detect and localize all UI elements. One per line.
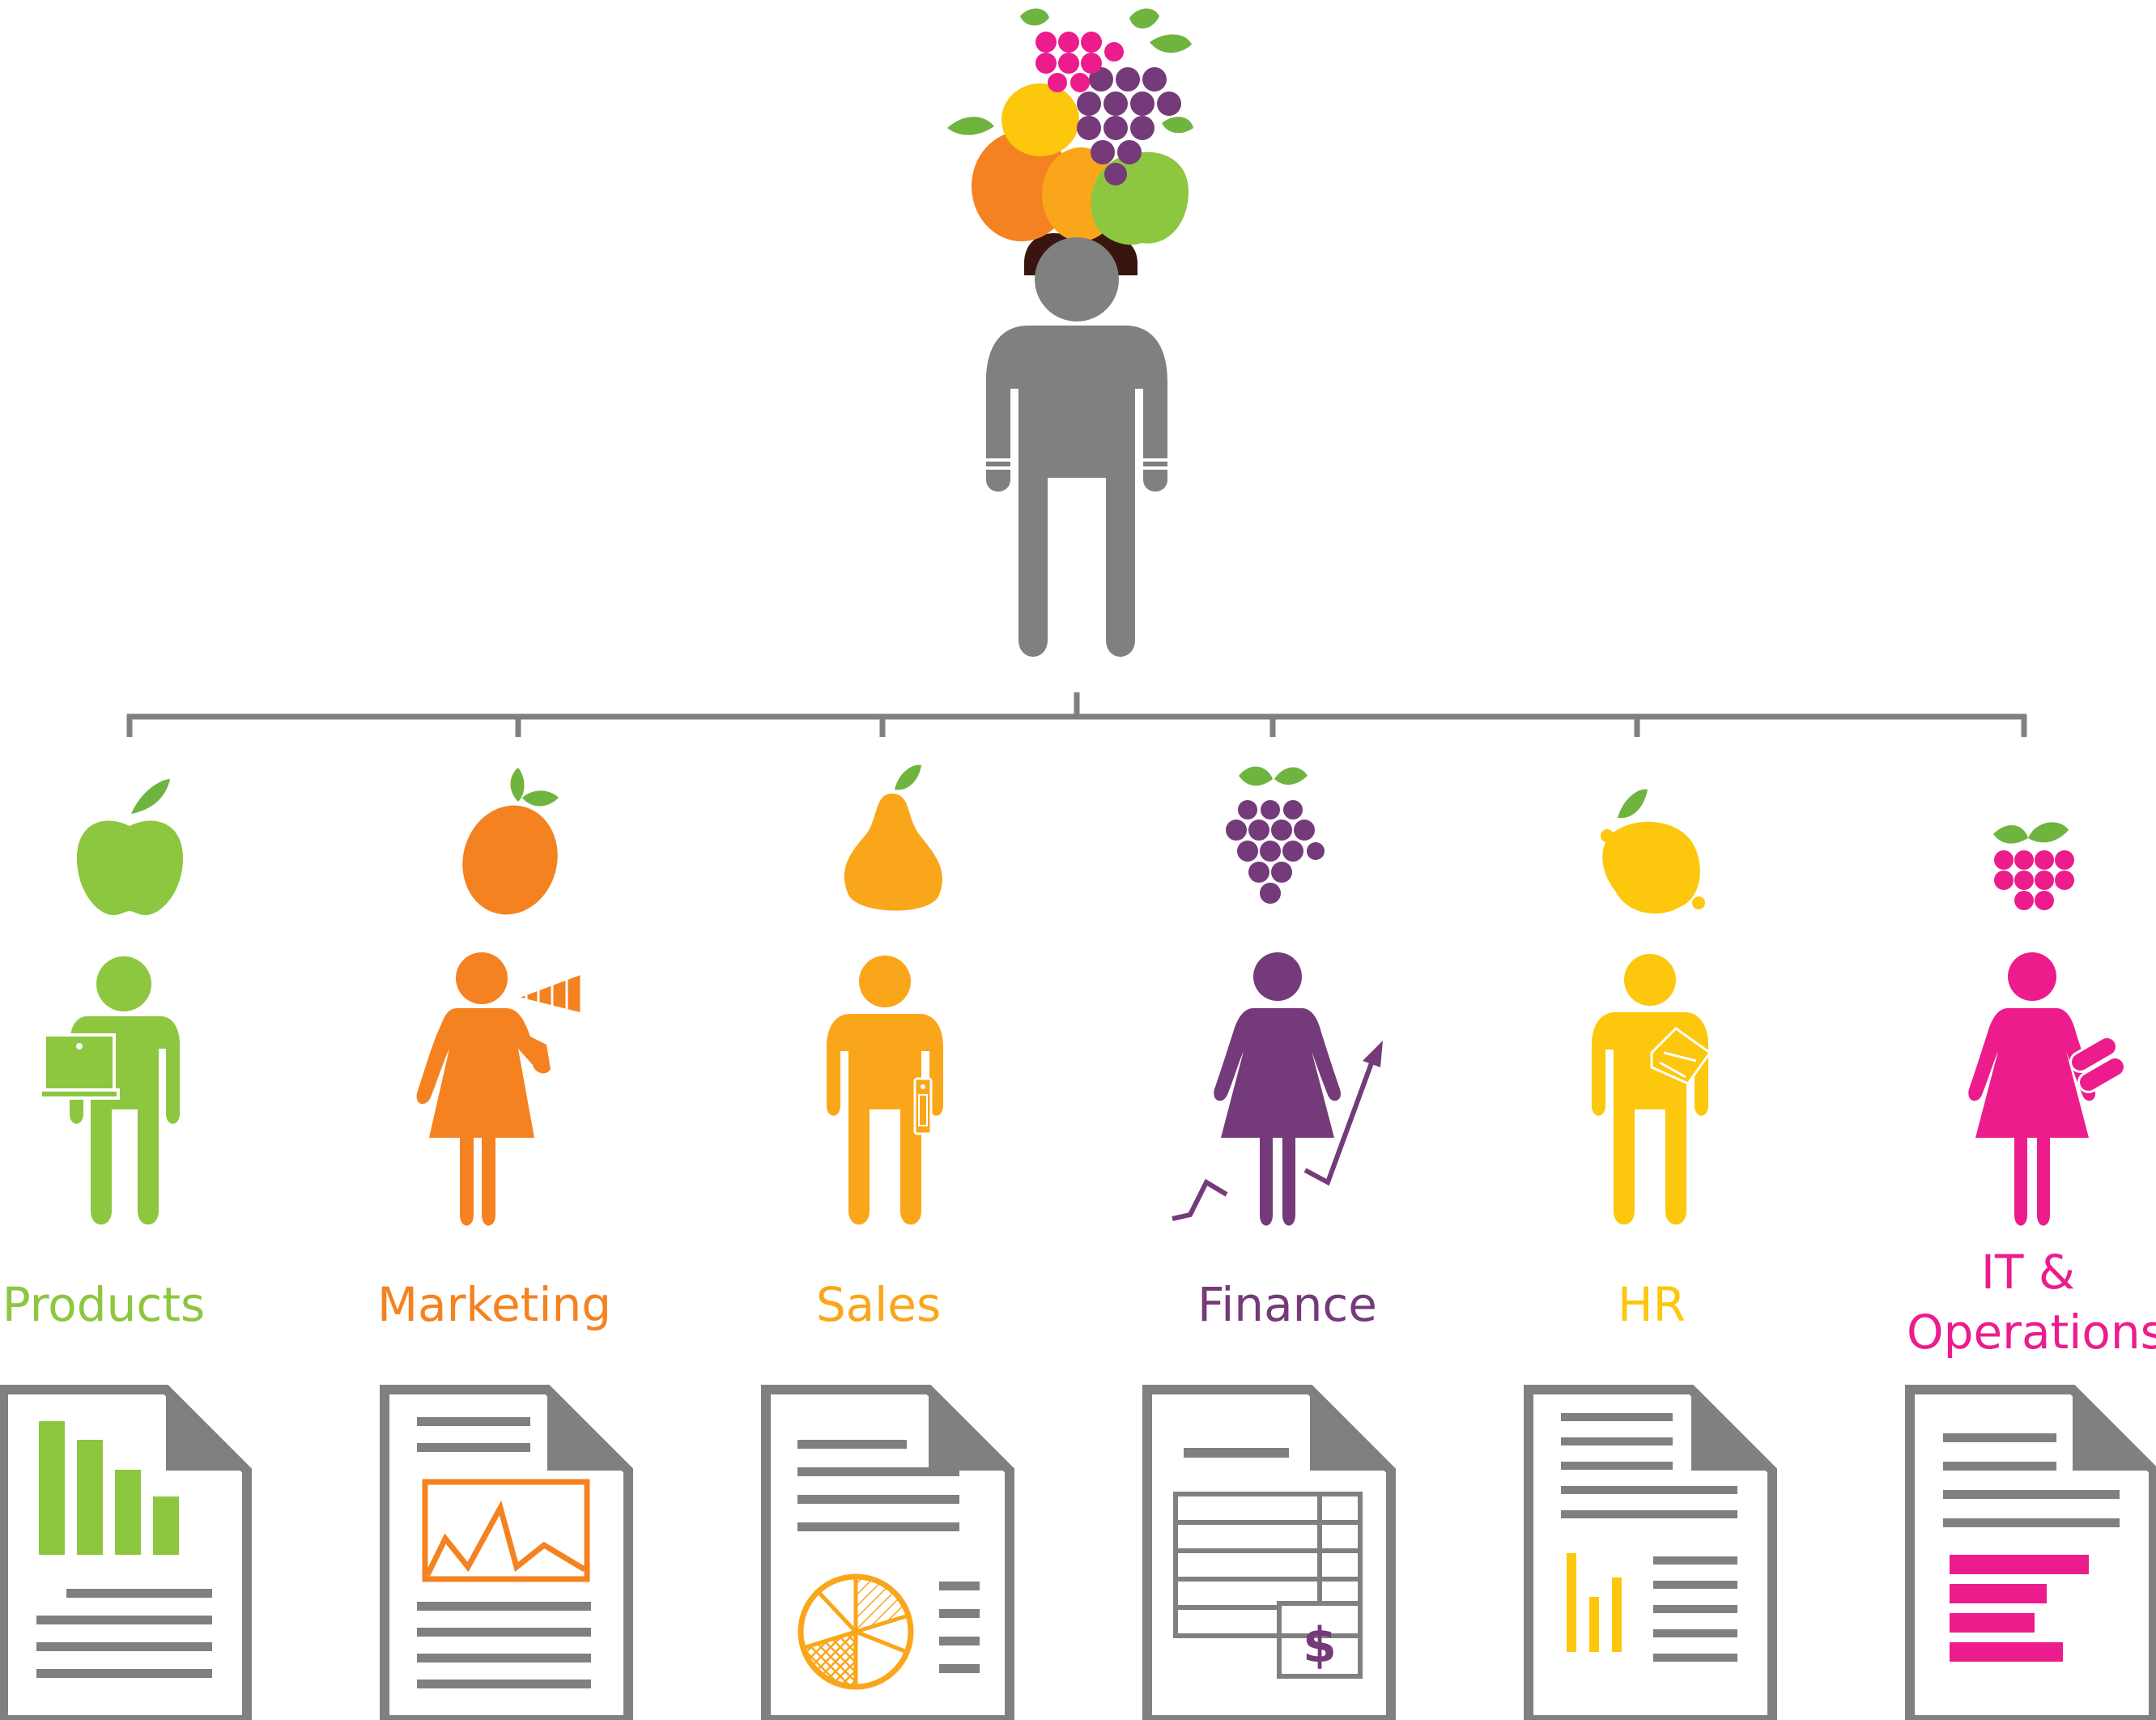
megaphone-icon [512,971,583,1015]
department-label-sales: Sales [815,1277,942,1332]
small-bar-chart-icon [1567,1553,1622,1652]
orange-icon [462,768,559,915]
hr-document-icon [1524,1385,1777,1720]
laptop-icon [39,1033,120,1100]
products-person-icon [39,956,180,1225]
apple-icon [77,779,183,915]
marketing-person-icon [416,952,583,1226]
products-document-icon [0,1385,252,1720]
raspberry-icon [1993,822,2074,910]
phone-icon [913,1077,933,1135]
sales-document-icon [761,1385,1014,1720]
papers-icon [1650,1027,1712,1085]
lemon-icon [1601,789,1705,914]
executive-head [1035,237,1119,321]
sales-person-icon [827,956,943,1225]
it-person-icon [1968,952,2126,1226]
line-chart-icon [422,1479,590,1582]
pie-chart-icon [797,1573,914,1690]
pear-icon [844,764,942,911]
finance-person-icon [1172,952,1383,1226]
department-label-products: Products [2,1277,206,1332]
finance-document-icon: $ [1142,1385,1396,1720]
department-label-it: IT & Operations [1907,1245,2156,1360]
department-label-finance: Finance [1197,1277,1377,1332]
grapes-icon [1226,766,1325,904]
hr-person-icon [1592,954,1712,1225]
spreadsheet-dollar-icon [1173,1492,1363,1679]
marketing-document-icon [380,1385,633,1720]
dollar-sign: $ [1303,1617,1337,1674]
org-connector-lines [126,692,2027,737]
department-label-hr: HR [1618,1277,1686,1332]
blueprint-rolls-icon [2069,1036,2126,1093]
executive-body [986,326,1167,657]
bar-chart-icon [39,1421,179,1555]
fruit-hat-icon [947,8,1193,275]
horizontal-bars-icon [1950,1555,2089,1662]
it-document-icon [1905,1385,2156,1720]
department-label-marketing: Marketing [377,1277,612,1332]
executive-figure [947,8,1193,657]
growth-arrow-icon [1172,1041,1383,1221]
